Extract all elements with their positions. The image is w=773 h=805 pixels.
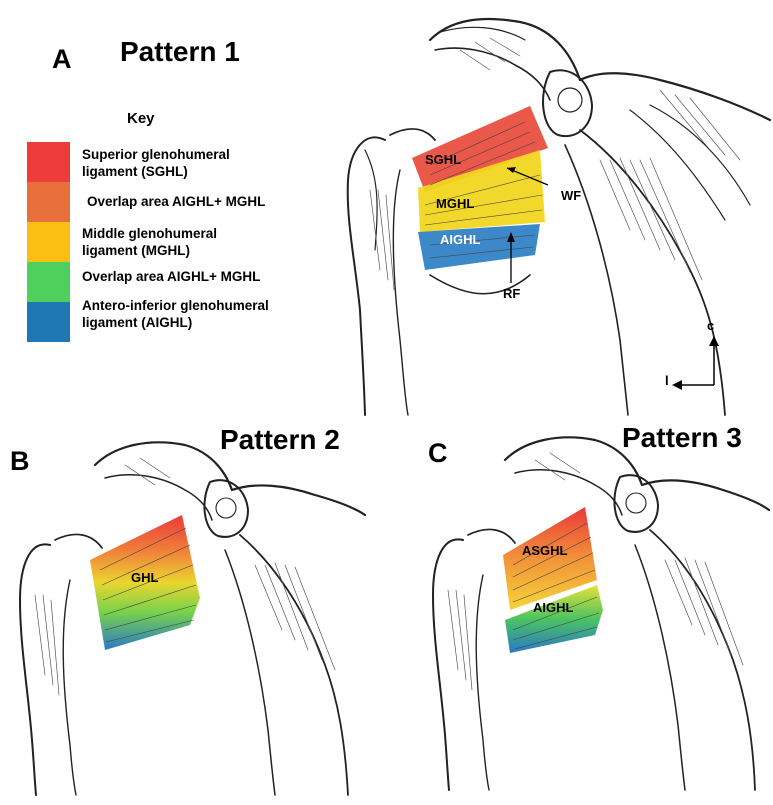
ligament-sghl	[412, 106, 548, 192]
key-swatch-overlap-1	[27, 182, 70, 222]
key-swatch-aighl	[27, 302, 70, 342]
label-mghl: MGHL	[436, 196, 475, 211]
label-aighl: AIGHL	[440, 232, 481, 247]
ligament-aighl	[418, 224, 540, 270]
panel-c-title: Pattern 3	[622, 422, 742, 453]
panel-a-title: Pattern 1	[120, 36, 240, 67]
shoulder-sketch-c	[432, 436, 771, 791]
key-swatch-overlap-2	[27, 262, 70, 302]
ligament-ghl	[90, 515, 200, 650]
axis-lateral-label: l	[665, 373, 669, 388]
panel-a-letter: A	[52, 44, 72, 74]
key-label-overlap-2: Overlap area AIGHL+ MGHL	[82, 269, 261, 284]
label-aighl-c: AIGHL	[533, 600, 574, 615]
panel-c-letter: C	[428, 438, 448, 468]
ligament-aighl-c	[505, 585, 603, 653]
panel-b-title: Pattern 2	[220, 424, 340, 455]
key-swatch-mghl	[27, 222, 70, 262]
label-sghl: SGHL	[425, 152, 462, 167]
label-ghl: GHL	[131, 570, 159, 585]
key-label-overlap-1: Overlap area AIGHL+ MGHL	[87, 194, 266, 209]
shoulder-sketch-b	[19, 441, 367, 796]
panel-b-letter: B	[10, 446, 30, 476]
axis-cranial-label: c	[707, 318, 715, 333]
key-title: Key	[127, 110, 155, 127]
shoulder-sketch-a	[346, 17, 772, 416]
key-swatch-sghl	[27, 142, 70, 182]
ligament-asghl	[503, 507, 597, 610]
label-asghl: ASGHL	[522, 543, 568, 558]
label-wf: WF	[561, 188, 582, 203]
label-rf: RF	[503, 286, 521, 301]
